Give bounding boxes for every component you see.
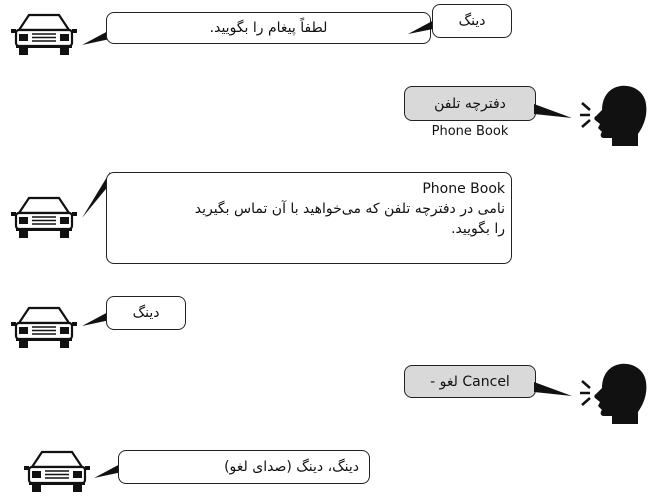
cancel-ding-text: دینگ، دینگ (صدای لغو) (224, 459, 359, 475)
bubble-tail (534, 104, 572, 118)
ding-bubble: دینگ (106, 296, 186, 330)
bubble-tail (82, 30, 110, 45)
message-bubble: لطفاً پیغام را بگویید. (106, 12, 431, 44)
bubble-tail (82, 311, 110, 326)
prompt-line-1: نامی در دفترچه تلفن که می‌خواهید با آن ت… (194, 201, 505, 217)
ding-bubble: دینگ (432, 4, 512, 38)
car-front-icon (9, 306, 79, 350)
phonebook-caption: Phone Book (431, 124, 509, 139)
ding-text: دینگ (132, 305, 160, 321)
car-front-icon (9, 13, 79, 57)
bubble-tail (408, 18, 438, 34)
ding-text: دینگ (458, 13, 486, 29)
phonebook-prompt-bubble: Phone Book نامی در دفترچه تلفن که می‌خوا… (106, 172, 512, 264)
cancel-ding-bubble: دینگ، دینگ (صدای لغو) (118, 450, 370, 484)
bubble-tail (94, 463, 122, 478)
car-front-icon (9, 196, 79, 240)
bubble-tail (82, 172, 110, 218)
cancel-command-bubble: Cancel لغو - (404, 365, 536, 398)
prompt-line-en: Phone Book (422, 181, 505, 197)
speaking-head-icon (578, 362, 648, 426)
prompt-line-2: را بگویید. (451, 221, 505, 237)
bubble-tail (534, 382, 572, 396)
cancel-command-text: Cancel لغو - (430, 373, 510, 390)
speaking-head-icon (578, 84, 648, 148)
phonebook-command-bubble: دفترچه تلفن (404, 86, 536, 121)
phonebook-command-text: دفترچه تلفن (434, 95, 506, 112)
message-text: لطفاً پیغام را بگویید. (209, 20, 328, 36)
car-front-icon (22, 450, 92, 494)
